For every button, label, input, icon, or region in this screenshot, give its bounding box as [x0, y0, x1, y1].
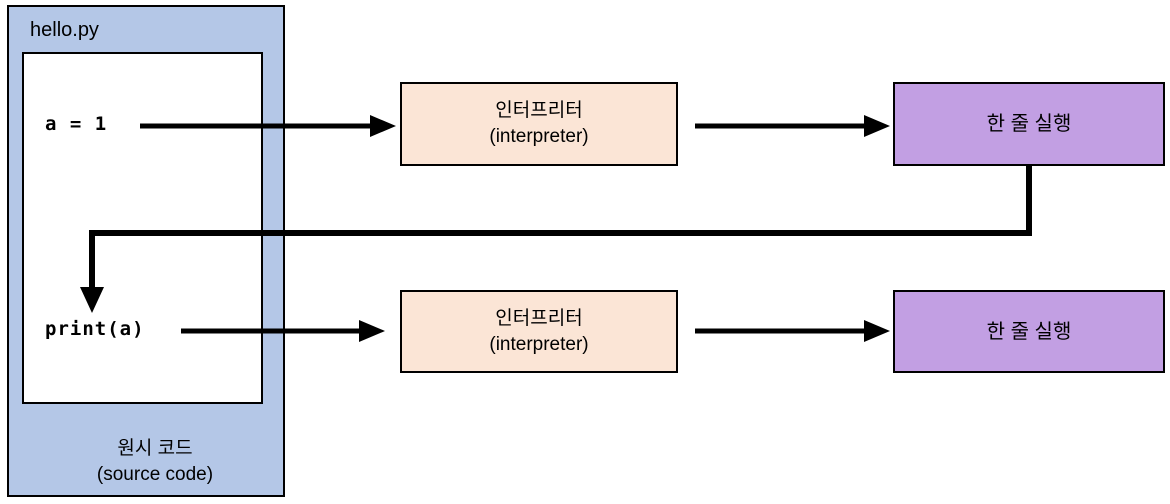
execute-line-box-row1: 한 줄 실행 — [893, 82, 1165, 166]
interpreter-label-en-row2: (interpreter) — [489, 333, 589, 355]
arrow-interpreter1-to-execute1 — [695, 115, 890, 137]
arrow-interpreter2-to-execute2 — [695, 320, 890, 342]
execute-line-label-row2: 한 줄 실행 — [986, 320, 1072, 343]
source-code-caption: 원시 코드 (source code) — [16, 436, 294, 488]
source-file-title: hello.py — [30, 19, 99, 41]
interpreter-box-row1: 인터프리터 (interpreter) — [400, 82, 678, 166]
code-line-print-a: print(a) — [45, 318, 145, 340]
interpreter-box-row2: 인터프리터 (interpreter) — [400, 290, 678, 373]
interpreter-label-en-row1: (interpreter) — [489, 126, 589, 147]
source-code-caption-ko: 원시 코드 — [117, 438, 193, 459]
source-code-caption-en: (source code) — [96, 464, 214, 485]
interpreter-label-ko-row1: 인터프리터 — [495, 100, 583, 121]
execute-line-box-row2: 한 줄 실행 — [893, 290, 1165, 373]
execute-line-label-row1: 한 줄 실행 — [986, 113, 1072, 135]
code-line-a-assignment: a = 1 — [45, 113, 108, 135]
interpreter-label-ko-row2: 인터프리터 — [495, 307, 583, 329]
source-code-panel — [22, 52, 263, 404]
